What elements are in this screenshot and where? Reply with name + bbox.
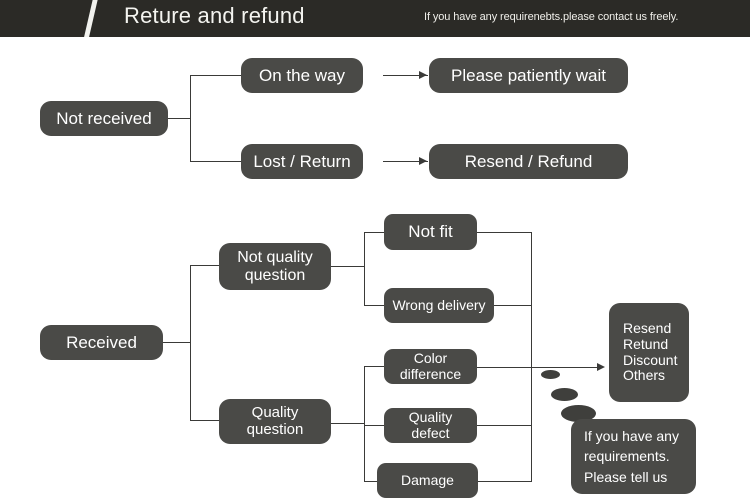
connector-not-quality-to-wrong-delivery	[364, 305, 384, 306]
page-header: Reture and refund If you have any requir…	[0, 0, 750, 37]
node-wrong-delivery[interactable]: Wrong delivery	[384, 288, 494, 323]
node-damage[interactable]: Damage	[377, 463, 478, 498]
connector-not-quality-to-not-fit	[364, 232, 384, 233]
connector-not-fit-to-bus	[477, 232, 532, 233]
arrow-bus-to-outcome	[597, 363, 605, 371]
callout-bubble-large	[561, 405, 596, 422]
connector-not-quality-stem	[331, 266, 364, 267]
connector-damage-to-bus	[478, 481, 532, 482]
connector-outcome-bus	[531, 232, 532, 482]
header-slash-decoration	[82, 0, 99, 37]
connector-bus-to-outcome	[531, 367, 603, 368]
connector-not-received-to-on-the-way	[190, 75, 241, 76]
page-title: Reture and refund	[124, 3, 305, 28]
connector-lost-return-to-result	[383, 161, 428, 162]
connector-received-stem	[163, 342, 191, 343]
callout-bubble-medium	[551, 388, 578, 401]
connector-quality-bus	[364, 366, 365, 481]
node-contact-callout[interactable]: If you have any requirements. Please tel…	[571, 419, 696, 494]
connector-received-to-quality	[190, 420, 219, 421]
connector-color-difference-to-bus	[477, 367, 532, 368]
connector-not-received-stem	[168, 118, 191, 119]
connector-wrong-delivery-to-bus	[494, 305, 532, 306]
connector-received-to-not-quality	[190, 265, 219, 266]
arrow-lost-return-to-result	[419, 157, 427, 165]
connector-not-quality-bus	[364, 232, 365, 306]
node-not-received[interactable]: Not received	[40, 101, 168, 136]
node-not-fit[interactable]: Not fit	[384, 214, 477, 250]
connector-quality-to-damage	[364, 481, 384, 482]
node-not-quality-question[interactable]: Not quality question	[219, 243, 331, 290]
node-please-patiently-wait[interactable]: Please patiently wait	[429, 58, 628, 93]
node-color-difference[interactable]: Color difference	[384, 349, 477, 384]
node-lost-return[interactable]: Lost / Return	[241, 144, 363, 179]
node-resend-refund[interactable]: Resend / Refund	[429, 144, 628, 179]
connector-not-received-bus	[190, 75, 191, 162]
callout-bubble-small	[541, 370, 560, 379]
connector-received-bus	[190, 265, 191, 421]
header-subtitle: If you have any requirenebts.please cont…	[424, 11, 679, 23]
connector-not-received-to-lost-return	[190, 161, 241, 162]
connector-quality-stem	[331, 423, 364, 424]
node-received[interactable]: Received	[40, 325, 163, 360]
connector-on-the-way-to-result	[383, 75, 428, 76]
node-quality-question[interactable]: Quality question	[219, 399, 331, 444]
connector-quality-defect-to-bus	[477, 425, 532, 426]
arrow-on-the-way-to-result	[419, 71, 427, 79]
node-outcome-options[interactable]: Resend Retund Discount Others	[609, 303, 689, 402]
connector-quality-to-color-difference	[364, 366, 384, 367]
node-on-the-way[interactable]: On the way	[241, 58, 363, 93]
connector-quality-to-quality-defect	[364, 425, 384, 426]
header-divider	[0, 37, 750, 39]
node-quality-defect[interactable]: Quality defect	[384, 408, 477, 443]
